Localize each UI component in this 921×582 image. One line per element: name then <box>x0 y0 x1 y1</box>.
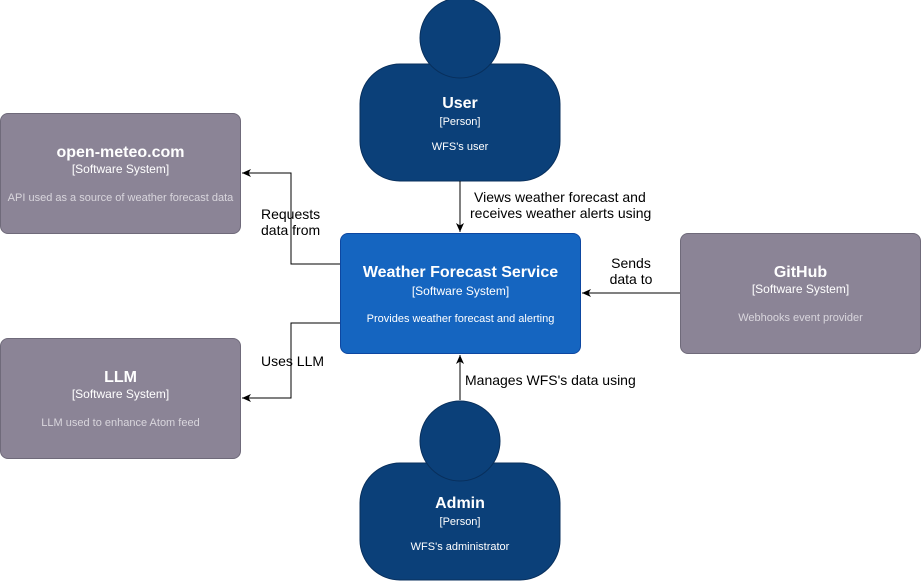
llm-title: LLM <box>104 369 137 386</box>
edge-label-user-wfs-line2: receives weather alerts using <box>470 205 652 221</box>
github-type: [Software System] <box>751 282 850 296</box>
github-system-box[interactable]: GitHub [Software System] Webhooks event … <box>680 233 921 354</box>
admin-description: WFS's administrator <box>410 541 510 553</box>
user-description: WFS's user <box>431 141 489 153</box>
edge-wfs-to-openmeteo <box>242 169 340 265</box>
llm-description: LLM used to enhance Atom feed <box>41 417 200 429</box>
llm-system-box[interactable]: LLM [Software System] LLM used to enhanc… <box>0 338 241 459</box>
github-description: Webhooks event provider <box>738 312 863 324</box>
admin-person-shape <box>359 400 561 581</box>
openmeteo-system-box[interactable]: open-meteo.com [Software System] API use… <box>0 113 241 234</box>
edge-wfs-to-llm <box>242 322 340 402</box>
edge-label-admin-wfs-line1: Manages WFS's data using <box>465 372 636 388</box>
admin-title: Admin <box>435 495 485 512</box>
openmeteo-title: open-meteo.com <box>56 144 185 161</box>
edge-label-github-wfs: Sends data to <box>606 255 656 287</box>
wfs-description: Provides weather forecast and alerting <box>366 313 555 325</box>
edge-label-wfs-openmeteo-line2: data from <box>261 222 321 238</box>
user-type: [Person] <box>439 116 481 128</box>
edge-label-github-wfs-line1: Sends <box>611 255 651 271</box>
edge-label-wfs-llm: Uses LLM <box>261 353 324 369</box>
openmeteo-description: API used as a source of weather forecast… <box>7 192 234 204</box>
admin-node[interactable]: Admin [Person] WFS's administrator <box>360 495 560 553</box>
edge-label-wfs-openmeteo: Requests data from <box>261 206 320 238</box>
user-person-shape <box>359 0 561 182</box>
wfs-system-box[interactable]: Weather Forecast Service [Software Syste… <box>340 233 581 354</box>
edge-label-wfs-openmeteo-line1: Requests <box>261 206 321 222</box>
edge-label-user-wfs: Views weather forecast and receives weat… <box>466 189 651 221</box>
edge-label-wfs-llm-line1: Uses LLM <box>261 353 325 369</box>
wfs-type: [Software System] <box>411 284 510 298</box>
edge-label-user-wfs-line1: Views weather forecast and <box>474 189 646 205</box>
wfs-title: Weather Forecast Service <box>362 264 559 281</box>
github-title: GitHub <box>773 264 828 281</box>
llm-type: [Software System] <box>71 387 170 401</box>
edge-label-admin-wfs: Manages WFS's data using <box>465 372 636 388</box>
openmeteo-type: [Software System] <box>71 162 170 176</box>
user-node[interactable]: User [Person] WFS's user <box>360 95 560 153</box>
user-title: User <box>442 95 478 112</box>
edge-label-github-wfs-line2: data to <box>609 271 653 287</box>
admin-type: [Person] <box>439 516 481 528</box>
